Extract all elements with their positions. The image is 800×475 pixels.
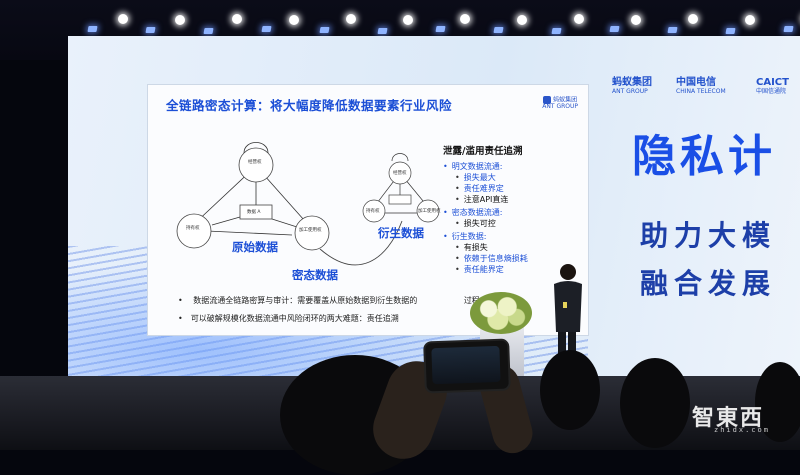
ant-logo-icon bbox=[543, 96, 552, 104]
node-data-box bbox=[239, 204, 273, 220]
edge-hold-process bbox=[206, 230, 293, 236]
blue-stage-light bbox=[493, 27, 504, 33]
sponsor-ant-group: 蚂蚁集团 ANT GROUP bbox=[612, 77, 652, 95]
section-plaintext: 明文数据流通: bbox=[443, 161, 583, 172]
node-data2-box bbox=[388, 194, 412, 205]
slide-logo-en: ANT GROUP bbox=[542, 103, 578, 111]
sponsor-en: ANT GROUP bbox=[612, 87, 648, 95]
node-process2-circle bbox=[416, 199, 440, 223]
ceiling-light bbox=[631, 15, 641, 25]
node-process2-label: 加工使用权 bbox=[418, 209, 441, 214]
edge-hold-data bbox=[211, 216, 241, 226]
ceiling-light bbox=[460, 14, 470, 24]
watermark-url: zhidx.com bbox=[714, 426, 770, 434]
list-item: 责任难界定 bbox=[455, 183, 583, 194]
arrow-to-derived bbox=[319, 220, 403, 266]
flower-arrangement bbox=[470, 292, 532, 334]
slide-logo: 蚂蚁集团 ANT GROUP bbox=[542, 96, 578, 111]
ceiling-light bbox=[403, 15, 413, 25]
blue-stage-light bbox=[261, 26, 272, 32]
list-item: 注意API直连 bbox=[455, 194, 583, 205]
sponsor-name: 中国电信 bbox=[676, 77, 716, 88]
slide-logo-text: 蚂蚁集团 bbox=[553, 96, 578, 104]
ceiling-light bbox=[745, 15, 755, 25]
speaker-badge bbox=[563, 302, 567, 308]
ceiling-light bbox=[175, 15, 185, 25]
ceiling-light bbox=[232, 14, 242, 24]
node-operate2-label: 经营权 bbox=[393, 171, 407, 176]
bullet-1-text: 数据流通全链路密算与审计：需要覆盖从原始数据到衍生数据的 bbox=[193, 296, 418, 305]
sponsor-name: 蚂蚁集团 bbox=[612, 77, 652, 88]
blue-stage-light bbox=[667, 27, 678, 33]
blue-stage-light bbox=[725, 28, 736, 34]
speaker-head bbox=[560, 264, 576, 280]
ceiling-light bbox=[574, 14, 584, 24]
node-hold2-label: 持有权 bbox=[366, 209, 380, 214]
node-operate2-circle bbox=[388, 161, 412, 185]
audience-head bbox=[755, 362, 800, 442]
ceiling-light bbox=[346, 14, 356, 24]
node-data-label: 数据 A bbox=[247, 210, 261, 215]
node-process-circle bbox=[294, 215, 330, 251]
bullet-2: 可以破解规模化数据流通中风险闭环的两大难题：责任追溯 bbox=[178, 313, 399, 324]
bullet-1-tail: 过程 bbox=[463, 296, 480, 305]
audience-head bbox=[540, 350, 600, 430]
loop-operate bbox=[243, 142, 269, 154]
list-item: 有损失 bbox=[455, 242, 583, 253]
list-item: 损失可控 bbox=[455, 218, 583, 229]
node-operate-circle bbox=[238, 147, 274, 183]
sponsor-china-telecom: 中国电信 CHINA TELECOM bbox=[676, 77, 726, 95]
blue-stage-light bbox=[377, 28, 388, 34]
section-derived: 衍生数据: bbox=[443, 231, 583, 242]
blue-stage-light bbox=[145, 27, 156, 33]
screen-sub-line-1: 助力大模 bbox=[640, 219, 777, 252]
ceiling-light bbox=[688, 14, 698, 24]
phone-screen bbox=[431, 345, 501, 385]
list-item: 责任能界定 bbox=[455, 264, 583, 275]
screen-sub-line-2: 融合发展 bbox=[640, 267, 777, 300]
data-flow-diagram: 经营权 持有权 加工使用权 数据 A 经营权 持有权 加工使用权 原始数据 密态… bbox=[152, 121, 442, 295]
sponsor-name: CAICT bbox=[756, 77, 789, 88]
sponsor-en: CHINA TELECOM bbox=[676, 87, 726, 95]
diagram-svg bbox=[176, 142, 440, 266]
blue-stage-light bbox=[203, 28, 214, 34]
audience-phone bbox=[423, 338, 511, 394]
edge-process-data bbox=[271, 218, 298, 228]
original-data-label: 原始数据 bbox=[232, 240, 278, 254]
section-ciphertext: 密态数据流通: bbox=[443, 207, 583, 218]
ceiling-light bbox=[517, 15, 527, 25]
cipher-data-label: 密态数据 bbox=[292, 268, 338, 282]
presentation-slide: 全链路密态计算：将大幅度降低数据要素行业风险 蚂蚁集团 ANT GROUP bbox=[147, 84, 589, 336]
speaker-torso bbox=[554, 281, 582, 332]
responsibility-list: 泄露/滥用责任追溯 明文数据流通: 损失最大 责任难界定 注意API直连 密态数… bbox=[443, 143, 583, 275]
blue-stage-light bbox=[551, 28, 562, 34]
screen-big-title: 隐私计 bbox=[632, 131, 776, 182]
blue-stage-light bbox=[87, 26, 98, 32]
sponsor-en: 中国信通院 bbox=[756, 87, 787, 95]
audience-head bbox=[620, 358, 690, 448]
ceiling-light bbox=[118, 14, 128, 24]
list-item: 依赖于信息熵损耗 bbox=[455, 253, 583, 264]
ceiling-light bbox=[289, 15, 299, 25]
blue-stage-light bbox=[783, 26, 794, 32]
node-process-label: 加工使用权 bbox=[299, 228, 322, 233]
node-operate-label: 经营权 bbox=[248, 160, 262, 165]
node-hold2-circle bbox=[362, 199, 386, 223]
slide-title: 全链路密态计算：将大幅度降低数据要素行业风险 bbox=[166, 98, 453, 113]
node-hold-circle bbox=[176, 213, 212, 249]
blue-stage-light bbox=[435, 26, 446, 32]
derived-data-label: 衍生数据 bbox=[378, 226, 424, 240]
list-item: 损失最大 bbox=[455, 172, 583, 183]
bullet-1: 数据流通全链路密算与审计：需要覆盖从原始数据到衍生数据的 过程 bbox=[178, 295, 480, 306]
blue-stage-light bbox=[609, 26, 620, 32]
node-hold-label: 持有权 bbox=[186, 226, 200, 231]
watermark-logo: 智東西 bbox=[692, 406, 765, 431]
blue-stage-light bbox=[319, 27, 330, 33]
responsibility-heading: 泄露/滥用责任追溯 bbox=[443, 146, 523, 157]
sponsor-caict: CAICT 中国信通院 bbox=[756, 77, 789, 95]
